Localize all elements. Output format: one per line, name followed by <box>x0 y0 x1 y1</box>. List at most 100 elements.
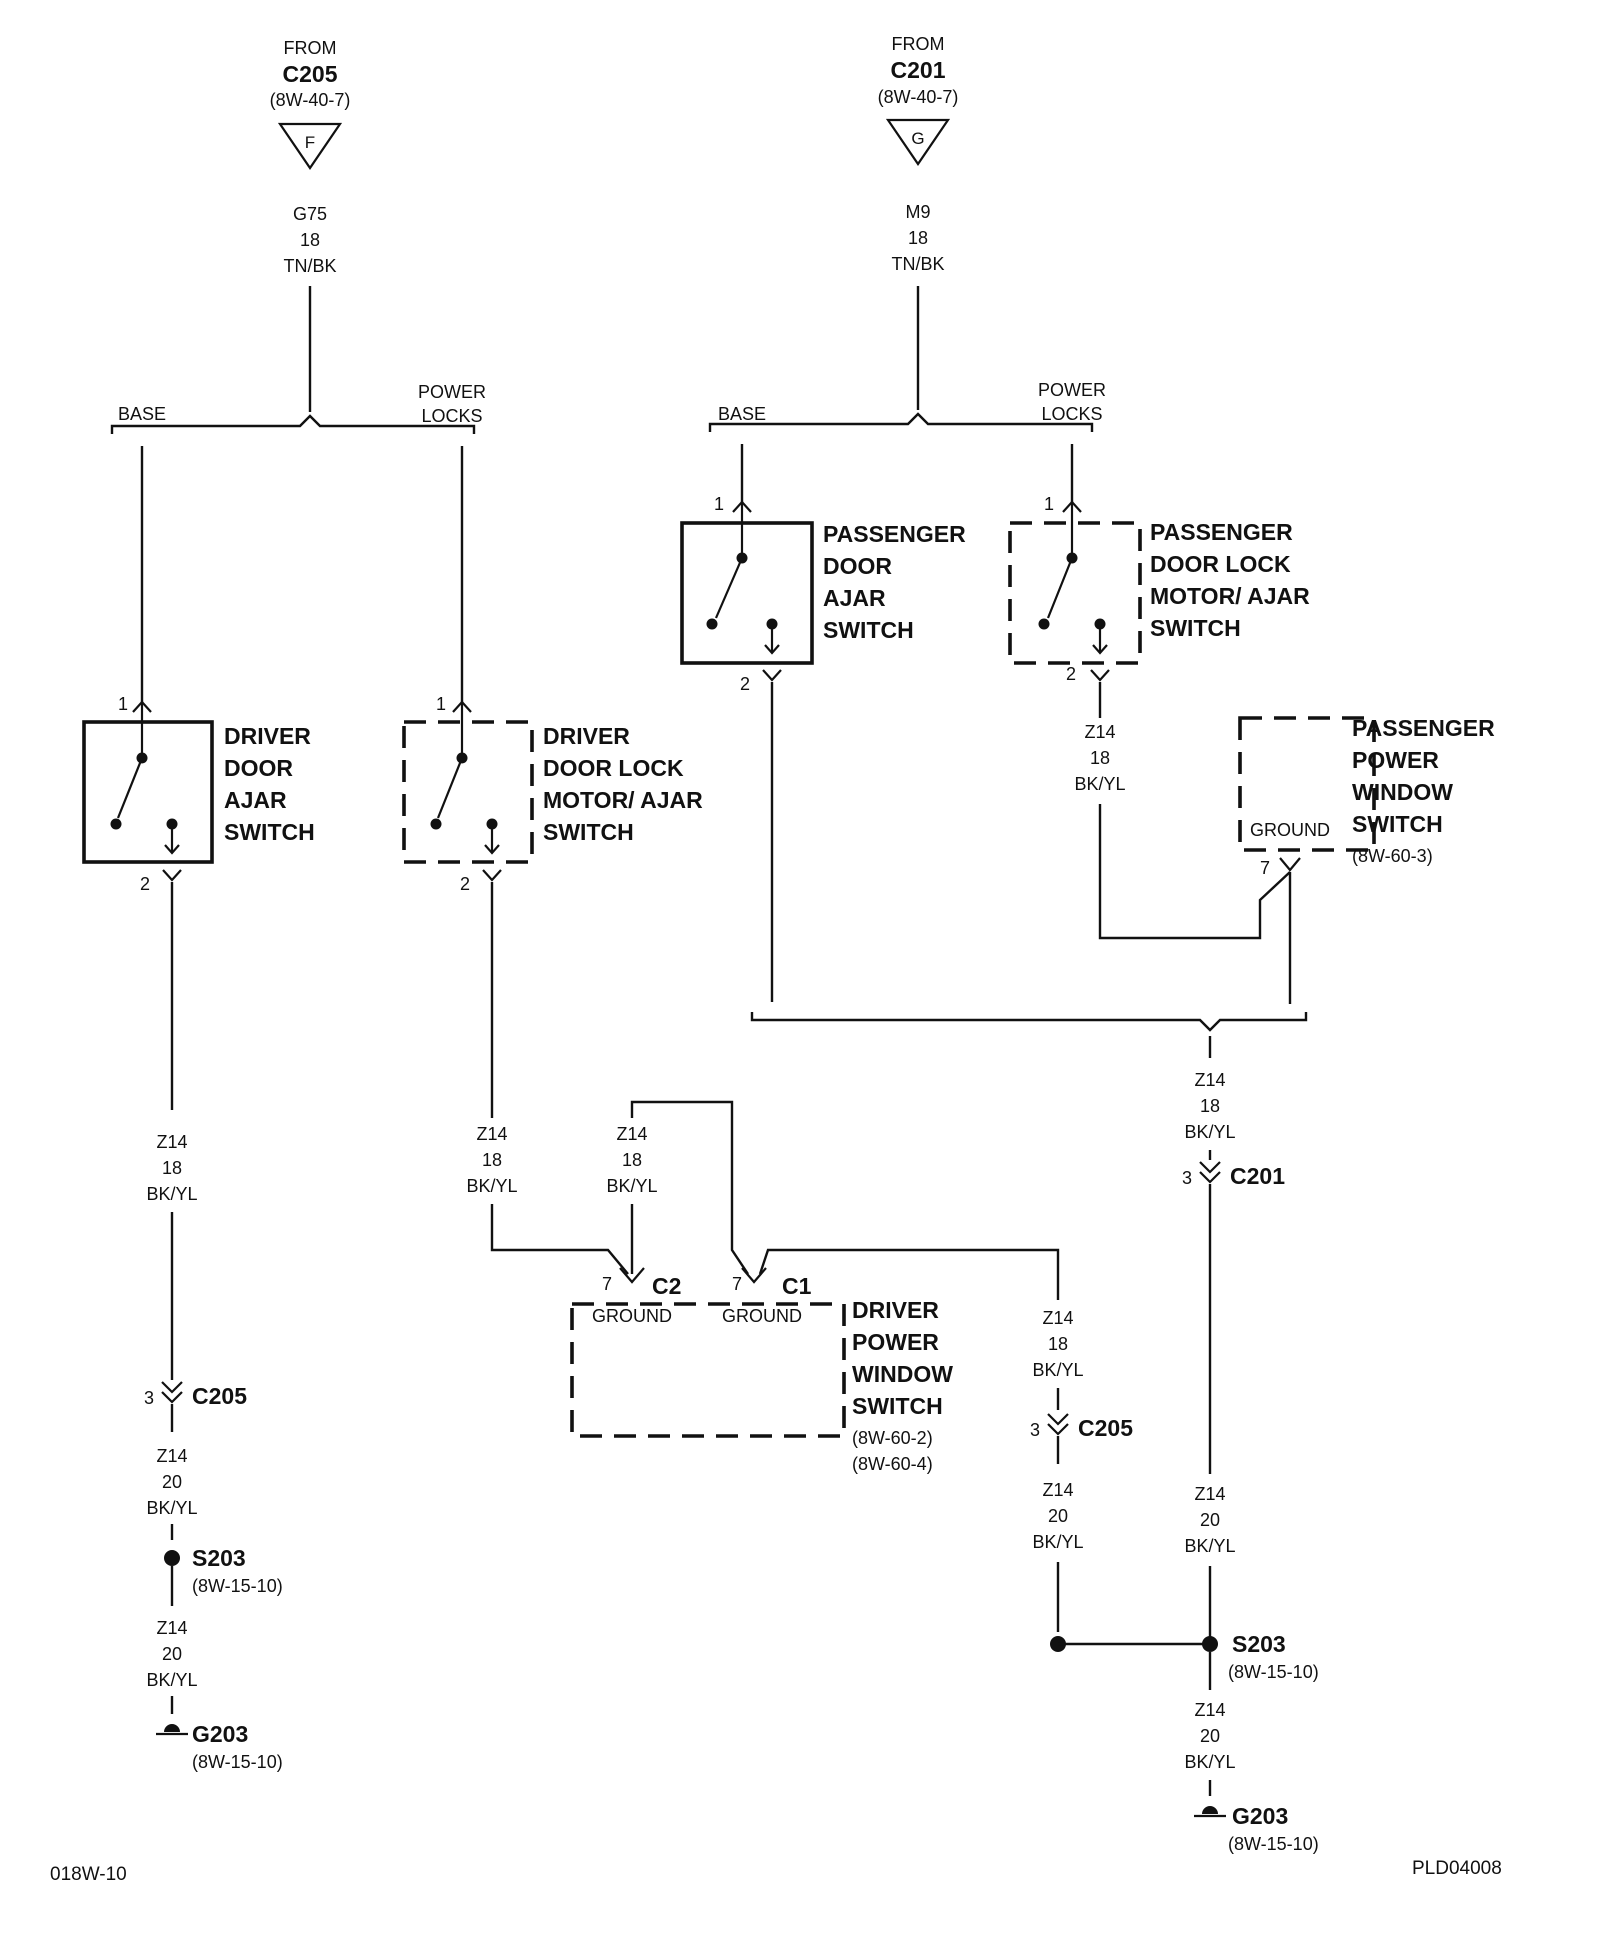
splice-icon <box>1202 1636 1218 1652</box>
left-branch: BASE POWER LOCKS <box>110 286 486 434</box>
wire-color-label: BK/YL <box>606 1176 657 1196</box>
wire-circuit-label: Z14 <box>476 1124 507 1144</box>
wire-gauge-label: 18 <box>1090 748 1110 768</box>
component-ref-label: (8W-60-2) <box>852 1428 933 1448</box>
arrow-icon <box>764 644 780 655</box>
pin-label: 1 <box>1044 494 1054 514</box>
pin-label: 1 <box>436 694 446 714</box>
connector-name-label: C201 <box>1230 1163 1285 1189</box>
driver-lock-to-window-wiring: Z14 18 BK/YL Z14 18 BK/YL <box>466 882 1060 1300</box>
component-label: SWITCH <box>1150 615 1241 641</box>
component-label: DOOR <box>823 553 892 579</box>
passenger-door-lock-switch: 1 2 PASSENGER DOOR LOCK MOTOR/ AJAR SWIT… <box>1008 444 1310 684</box>
driver-door-lock-switch: 1 2 DRIVER DOOR LOCK MOTOR/ AJAR SWITCH <box>402 446 703 894</box>
pin-label: 2 <box>460 874 470 894</box>
splice-name-label: S203 <box>1232 1631 1286 1657</box>
connector-pin-icon <box>1090 669 1110 682</box>
wire-circuit-label: G75 <box>293 204 327 224</box>
splice-s203: S203 (8W-15-10) <box>1202 1631 1319 1682</box>
ground-label: GROUND <box>1250 820 1330 840</box>
wire-circuit-label: Z14 <box>156 1132 187 1152</box>
passenger-power-window-switch: GROUND PASSENGER POWER WINDOW SWITCH (8W… <box>1238 715 1495 878</box>
wire-color-label: BK/YL <box>146 1184 197 1204</box>
component-label: MOTOR/ AJAR <box>1150 583 1310 609</box>
ground-g203: G203 (8W-15-10) <box>1194 1803 1319 1854</box>
switch-box <box>82 720 214 864</box>
arrow-icon <box>164 844 180 855</box>
branch-power-label: POWER <box>1038 380 1106 400</box>
branch-bus <box>750 1012 1308 1032</box>
switch-box <box>402 720 534 864</box>
source-pin-label: F <box>305 133 315 152</box>
source-triangle-icon <box>277 122 343 170</box>
wire-color-label: BK/YL <box>1184 1536 1235 1556</box>
pin-label: 2 <box>740 674 750 694</box>
connector-c205: 3 C205 <box>1030 1413 1133 1441</box>
switch-contact <box>110 818 122 830</box>
wire-circuit-label: Z14 <box>156 1446 187 1466</box>
connector-pin-icon <box>619 1267 645 1284</box>
connector-pin-icon <box>1062 500 1082 513</box>
wire-segment <box>630 1100 749 1275</box>
component-label: AJAR <box>224 787 287 813</box>
wire-circuit-label: M9 <box>905 202 930 222</box>
pin-label: 1 <box>118 694 128 714</box>
ground-name-label: G203 <box>192 1721 248 1747</box>
wire-gauge-label: 20 <box>1048 1506 1068 1526</box>
component-label: POWER <box>1352 747 1439 773</box>
connector-c205: 3 C205 <box>144 1381 247 1409</box>
right-branch: BASE POWER LOCKS <box>708 286 1106 432</box>
connector-pin-icon <box>162 869 182 882</box>
component-label: SWITCH <box>1352 811 1443 837</box>
branch-bus <box>110 414 476 434</box>
ground-ref-label: (8W-15-10) <box>1228 1834 1319 1854</box>
component-label: SWITCH <box>543 819 634 845</box>
wire-gauge-label: 18 <box>1200 1096 1220 1116</box>
connector-icon <box>1199 1161 1221 1184</box>
pin-label: 1 <box>714 494 724 514</box>
component-label: DRIVER <box>224 723 311 749</box>
switch-box <box>680 521 814 665</box>
arrow-icon <box>484 844 500 855</box>
ground-ref-label: (8W-15-10) <box>192 1752 283 1772</box>
component-label: SWITCH <box>224 819 315 845</box>
wire-segment <box>758 1248 1060 1300</box>
wire-gauge-label: 20 <box>1200 1510 1220 1530</box>
wire-color-label: BK/YL <box>1184 1752 1235 1772</box>
wire-gauge-label: 20 <box>162 1472 182 1492</box>
branch-locks-label: LOCKS <box>421 406 482 426</box>
wire-color-label: BK/YL <box>1184 1122 1235 1142</box>
splice-name-label: S203 <box>192 1545 246 1571</box>
arrow-icon <box>1092 644 1108 655</box>
splice-ref-label: (8W-15-10) <box>1228 1662 1319 1682</box>
wire-gauge-label: 18 <box>1048 1334 1068 1354</box>
wire-color-label: TN/BK <box>283 256 336 276</box>
wire-circuit-label: Z14 <box>1194 1070 1225 1090</box>
pin-label: 7 <box>602 1274 612 1294</box>
wire-gauge-label: 18 <box>482 1150 502 1170</box>
pin-label: 2 <box>1066 664 1076 684</box>
wire-circuit-label: Z14 <box>1042 1308 1073 1328</box>
wire-gauge-label: 18 <box>300 230 320 250</box>
source-from-label: FROM <box>892 34 945 54</box>
source-triangle-icon <box>885 118 951 166</box>
connector-name-label: C205 <box>1078 1415 1133 1441</box>
component-label: SWITCH <box>823 617 914 643</box>
source-from-label: FROM <box>284 38 337 58</box>
figure-id-label: 018W-10 <box>50 1864 127 1885</box>
wire-circuit-label: Z14 <box>1042 1480 1073 1500</box>
switch-box <box>1008 521 1142 665</box>
component-label: DRIVER <box>543 723 630 749</box>
switch-blade-icon <box>436 757 464 819</box>
component-label: MOTOR/ AJAR <box>543 787 703 813</box>
wire-color-label: TN/BK <box>891 254 944 274</box>
ground-icon <box>164 1724 180 1732</box>
pin-label: 7 <box>1260 858 1270 878</box>
ground-icon <box>1202 1806 1218 1814</box>
right-splice-ground: S203 (8W-15-10) Z14 20 BK/YL G203 (8W-15… <box>1184 1631 1318 1854</box>
connector-name-label: C205 <box>192 1383 247 1409</box>
wire-segment <box>490 1204 629 1275</box>
driver-ajar-ground-path: Z14 18 BK/YL 3 C205 Z14 20 BK/YL S203 (8… <box>144 882 283 1772</box>
connector-icon <box>161 1381 183 1404</box>
connector-pin-label: 3 <box>144 1388 154 1408</box>
